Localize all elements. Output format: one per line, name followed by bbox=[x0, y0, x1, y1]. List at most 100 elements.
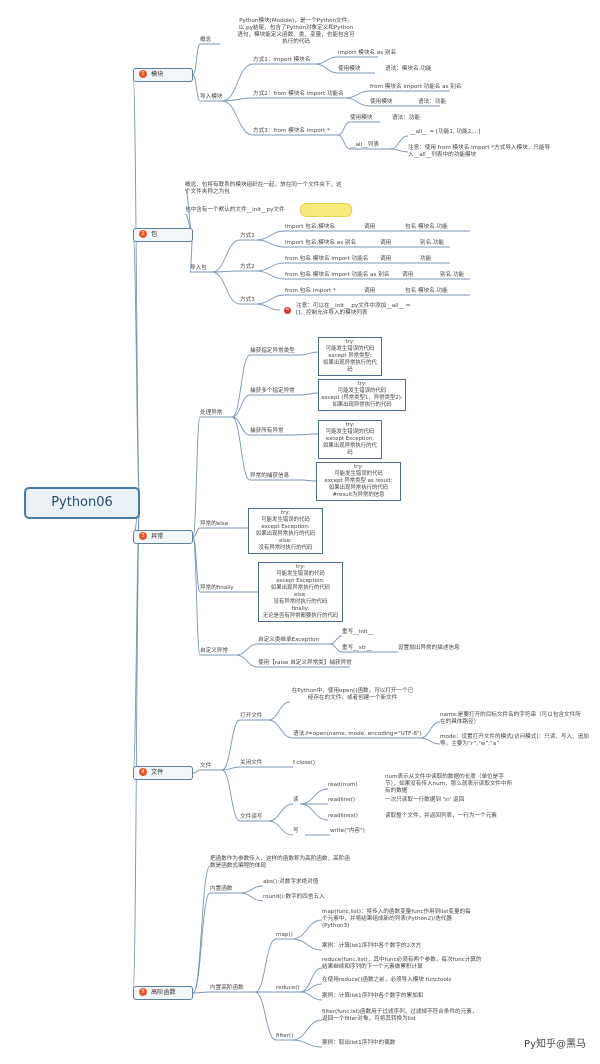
mod-m3b-1: __all__ = [功能1, 功能2,...] bbox=[410, 129, 481, 135]
pkg-w1a: import 包名.模块名 bbox=[285, 224, 335, 230]
pkg-w2a: from 包名.模块名 import 功能名 bbox=[285, 256, 369, 262]
exc-c1: 捕获指定异常类型 bbox=[250, 348, 295, 354]
file-open1: 在Python中，使用open()函数，可以打开一个已经存在的文件，或者创建一个… bbox=[291, 688, 414, 701]
hof-b1: abs():对数字求绝对值 bbox=[263, 879, 319, 885]
connector bbox=[299, 991, 323, 1001]
connector bbox=[254, 938, 277, 993]
connector bbox=[291, 1039, 323, 1048]
exc-c2: 捕获多个指定异常 bbox=[250, 388, 295, 394]
connector bbox=[291, 919, 323, 940]
badge-3: 3 bbox=[139, 532, 147, 540]
connector bbox=[235, 654, 259, 668]
mod-concept-label: 概念 bbox=[200, 37, 212, 43]
mod-m2a: from 模块名 import 功能名 as 别名 bbox=[370, 84, 462, 90]
pkg-w1: 方式1 bbox=[240, 233, 255, 239]
exc-cu2: 使用【raise 自定义异常类】捕获异常 bbox=[258, 660, 352, 666]
connector bbox=[267, 701, 291, 721]
mod-m2b: 使用模块 bbox=[370, 99, 393, 105]
badge-5: 5 bbox=[139, 988, 147, 996]
exc-catch: 处理异常 bbox=[200, 410, 223, 416]
connector bbox=[231, 394, 251, 418]
pkg-w2b-s: 调用 bbox=[402, 272, 414, 278]
pkg-w3a-s: 调用 bbox=[364, 288, 376, 294]
exc-c3: 捕获所有异常 bbox=[250, 428, 284, 434]
connector bbox=[221, 719, 241, 771]
connector bbox=[291, 1019, 323, 1041]
file-rw: 文件读写 bbox=[240, 814, 263, 820]
connector bbox=[267, 719, 294, 739]
connector bbox=[314, 63, 339, 74]
exc-cu1: 自定义类继承Exception bbox=[258, 637, 320, 643]
file-close: 关闭文件 bbox=[240, 760, 263, 766]
connector bbox=[192, 43, 201, 76]
file-r2: readline() bbox=[328, 797, 356, 803]
connector bbox=[299, 803, 329, 821]
connector bbox=[255, 294, 286, 305]
file-r3-d: 读取整个文件，并返回列表，一行为一个元素 bbox=[385, 813, 497, 819]
root-node[interactable]: Python06 bbox=[24, 487, 140, 519]
connector bbox=[419, 721, 441, 739]
hof-b2: round():数字的四舍五入 bbox=[263, 894, 325, 900]
connector bbox=[211, 270, 241, 273]
file-write: 写 bbox=[293, 828, 299, 834]
connector bbox=[337, 121, 351, 136]
file-mode-desc: mode：设置打开文件的模式(访问模式)：只读、写入、追加等。主要为“r”,“w… bbox=[440, 734, 589, 747]
connector bbox=[192, 536, 201, 656]
hof-map-e: 案例：计算list1序列中各个数字的2次方 bbox=[322, 943, 422, 949]
badge-1: 1 bbox=[139, 70, 147, 78]
hof-reduce-d: reduce(func,list)，其中func必须有两个参数，每次func计算… bbox=[322, 957, 482, 970]
warning-x-icon: ✕ bbox=[284, 307, 291, 314]
hof-builtin-hof: 内置高阶函数 bbox=[210, 985, 244, 991]
connector bbox=[299, 788, 329, 805]
connector bbox=[211, 239, 241, 273]
connector bbox=[255, 270, 286, 280]
pkg-w1a-r: 包名.模块名.功能 bbox=[405, 224, 448, 230]
mod-m3b-2: 注意：使用 from 模块名 import *方式导入模块，只能导入__all_… bbox=[408, 145, 551, 158]
pkg-import-label: 导入包 bbox=[190, 265, 207, 271]
hof-map: map() bbox=[276, 932, 293, 938]
connector bbox=[221, 100, 254, 136]
connector bbox=[344, 90, 371, 99]
connector bbox=[192, 991, 211, 994]
exc-cu1b: 重写__str__ bbox=[342, 645, 372, 651]
connector bbox=[235, 643, 259, 656]
mod-m3b: __all__列表 bbox=[350, 142, 379, 148]
mod-m3a: 使用模块 bbox=[350, 115, 373, 121]
hof-map-d: map(func,list)：将传入的函数变量func作用到list变量的每个元… bbox=[322, 909, 471, 929]
pkg-w3b: 注意：可以在__init__.py文件中添加__all__ = []，控制允许导… bbox=[296, 303, 411, 316]
mod-m3: 方式3：from 模块名 import * bbox=[253, 128, 330, 134]
connector bbox=[192, 527, 201, 538]
connector bbox=[329, 635, 343, 645]
file-w1: write("内容") bbox=[330, 828, 365, 834]
pkg-concept: 概念：包将有联系的模块组织在一起，放在同一个文件夹下，这个文件夹称之为包 bbox=[185, 182, 342, 195]
connector bbox=[299, 351, 319, 356]
hof-reduce: reduce() bbox=[276, 985, 300, 991]
file-r1: read(num) bbox=[328, 782, 358, 788]
connector bbox=[299, 479, 317, 482]
file-close-fn: f.close() bbox=[293, 760, 316, 766]
file-label: 文件 bbox=[200, 763, 212, 769]
pkg-note-sticky bbox=[300, 203, 352, 217]
connector bbox=[291, 938, 323, 951]
exc-c4: 异常的捕获信息 bbox=[250, 473, 290, 479]
connector bbox=[299, 967, 323, 993]
pkg-w3a: from 包名 import * bbox=[285, 288, 336, 294]
file-open2: 语法:f=open(name, mode, encoding="UTF-8") bbox=[293, 731, 422, 737]
connector bbox=[192, 74, 201, 102]
connector bbox=[255, 262, 286, 272]
pkg-w1b-r: 别名.功能 bbox=[420, 240, 445, 246]
pkg-w2a-r: 功能 bbox=[420, 256, 432, 262]
hof-reduce-n: 在使用reduce()函数之前，必须导入模块 functools bbox=[322, 977, 452, 983]
connector bbox=[231, 416, 251, 436]
pkg-w1a-s: 调用 bbox=[364, 224, 376, 230]
